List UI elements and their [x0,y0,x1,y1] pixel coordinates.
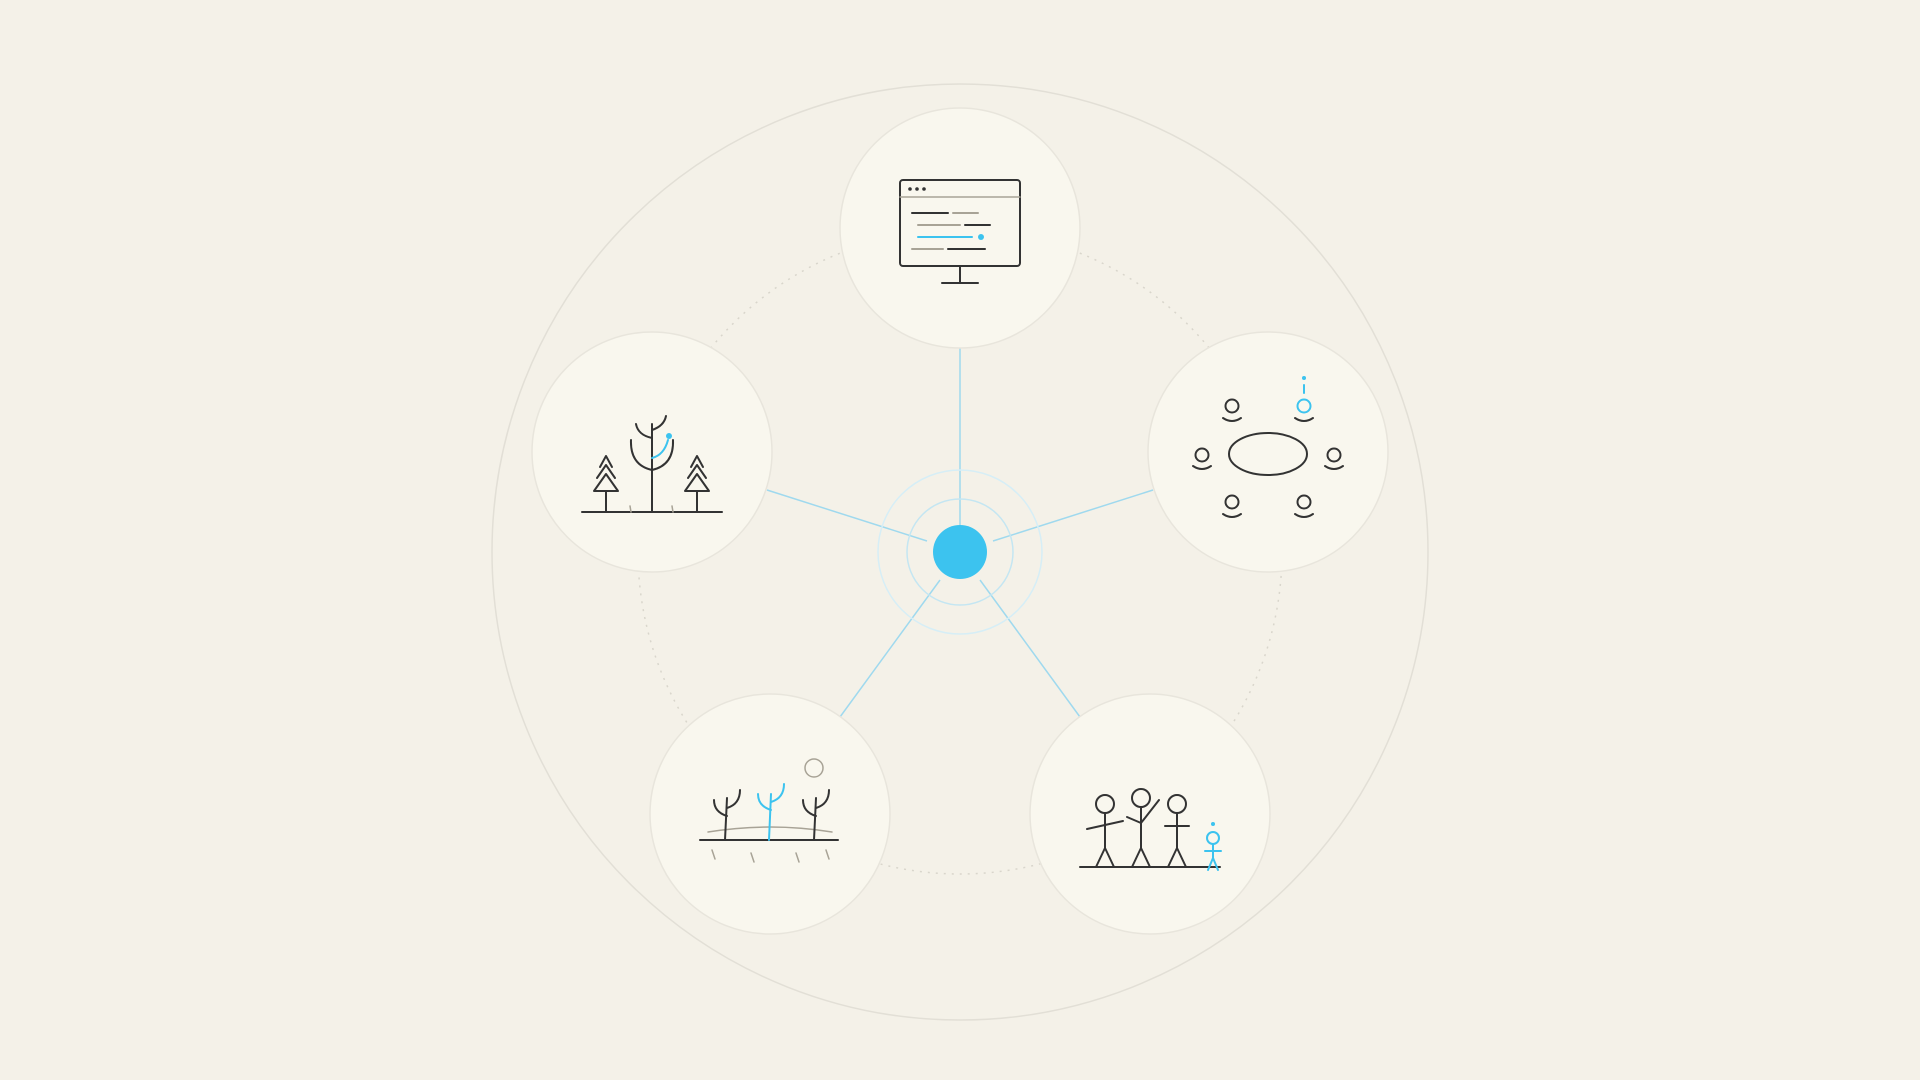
connector-forest [766,489,928,542]
connector-meeting [992,489,1154,542]
connectors [766,348,1154,718]
meeting-table-icon [1192,376,1344,518]
connector-seedlings [839,579,941,718]
node-meeting [1147,331,1389,573]
node-family [1029,693,1271,935]
family-group-icon [1079,788,1222,871]
forest-trees-icon [581,415,723,513]
node-digital [839,107,1081,349]
connector-family [979,579,1081,718]
hub-ring-inner [906,498,1014,606]
hub-ring-outer [877,469,1043,635]
center-dot-icon [933,525,987,579]
seedlings-field-icon [699,758,839,863]
outer-ring [491,83,1429,1021]
computer-monitor-icon [899,179,1021,284]
